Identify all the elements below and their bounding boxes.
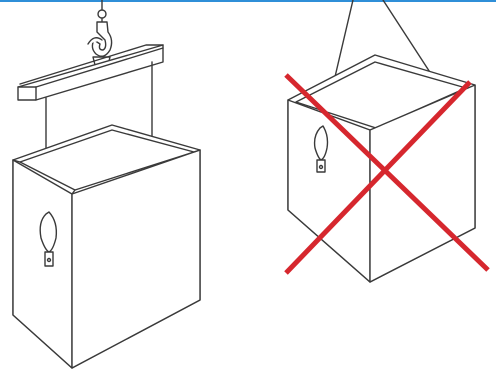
- prohibited-cross-icon: [284, 73, 490, 275]
- right-sling: [382, 0, 436, 81]
- sling-loop: [39, 211, 58, 267]
- container-box: [12, 124, 201, 369]
- spreader-beam: [17, 44, 164, 101]
- sling-loop-incorrect: [313, 125, 329, 173]
- top-accent-rule: [0, 0, 496, 2]
- correct-lifting-panel: [12, 0, 201, 369]
